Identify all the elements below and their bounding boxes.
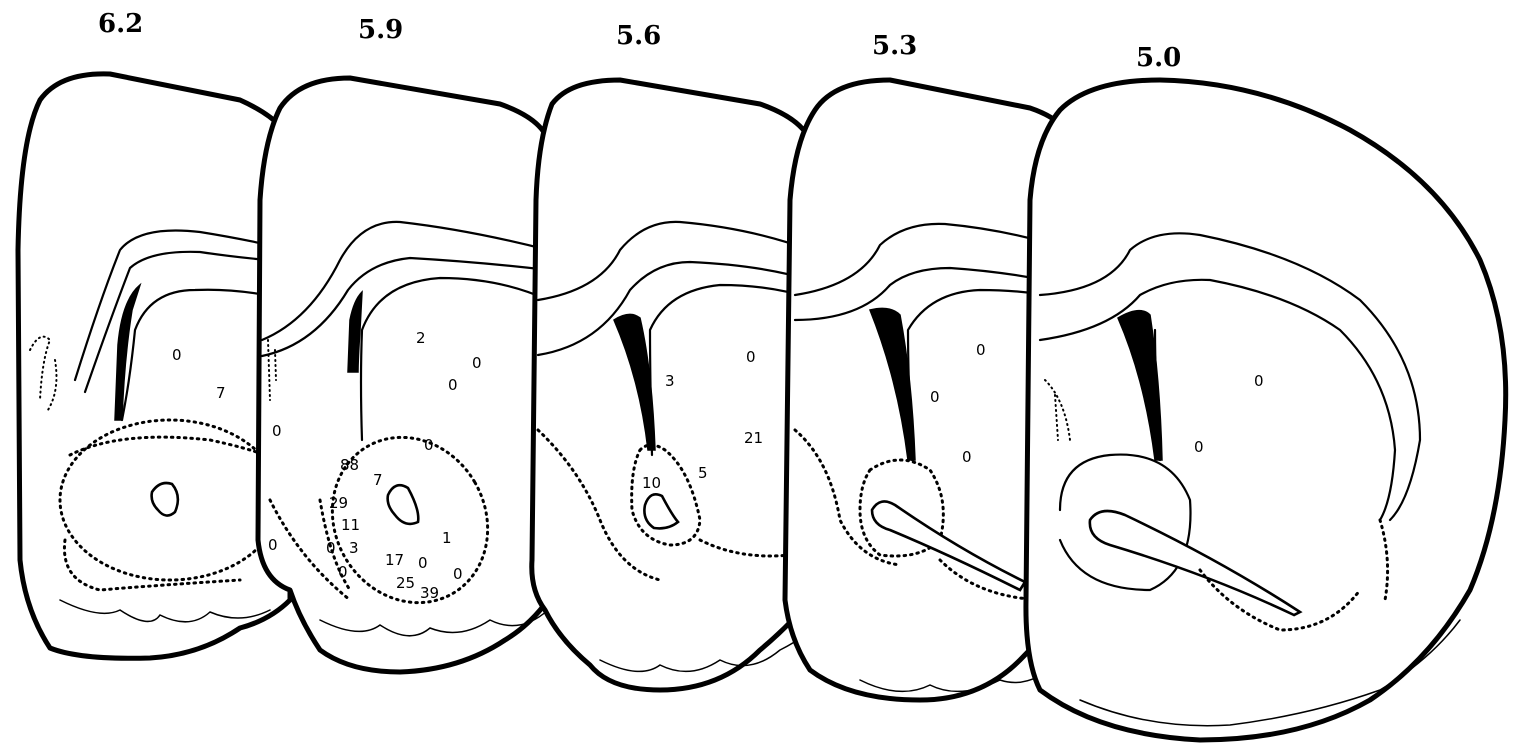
section-5-0-level: 5.0 [1136,43,1181,73]
section-6-2: 6.2 0 7 [18,9,290,658]
section-5-9-count: 11 [341,516,360,534]
section-5-9-count: 39 [420,584,439,602]
section-5-3-count: 0 [962,448,972,466]
section-5-9-count: 0 [268,536,278,554]
section-5-3-count: 0 [930,388,940,406]
section-5-9-count: 7 [373,471,383,489]
section-6-2-count: 0 [172,346,182,364]
section-5-9-count: 17 [385,551,404,569]
section-6-2-count: 7 [216,384,226,402]
section-5-6: 5.6 3 0 21 5 10 [532,21,810,690]
section-5-9-level: 5.9 [358,15,403,45]
section-5-9-count: 0 [326,539,336,557]
section-5-0-count: 0 [1254,372,1264,390]
section-5-9-count: 0 [472,354,482,372]
section-5-0: 5.0 0 0 [1026,43,1506,740]
section-5-9-count: 0 [448,376,458,394]
section-5-9-count: 0 [418,554,428,572]
section-5-0-outline [1026,80,1506,740]
section-5-3-level: 5.3 [872,31,917,61]
section-5-9-count: 1 [442,529,452,547]
section-5-9-count: 88 [340,456,359,474]
section-5-9-count: 29 [329,494,348,512]
section-5-6-level: 5.6 [616,21,661,51]
section-5-6-count: 21 [744,429,763,447]
section-5-9: 5.9 2 0 0 0 0 88 7 29 11 0 3 1 0 17 0 0 … [258,15,548,672]
section-5-6-count: 3 [665,372,675,390]
section-5-6-count: 0 [746,348,756,366]
section-6-2-level: 6.2 [98,9,143,39]
section-5-9-count: 0 [424,436,434,454]
section-5-6-count: 10 [642,474,661,492]
section-5-9-count: 2 [416,329,426,347]
section-5-9-count: 0 [272,422,282,440]
section-6-2-outline [18,74,290,658]
section-5-0-count: 0 [1194,438,1204,456]
section-5-9-count: 25 [396,574,415,592]
section-5-3-count: 0 [976,341,986,359]
section-5-9-count: 0 [338,563,348,581]
section-5-9-count: 3 [349,539,359,557]
section-5-9-count: 0 [453,565,463,583]
section-5-6-count: 5 [698,464,708,482]
